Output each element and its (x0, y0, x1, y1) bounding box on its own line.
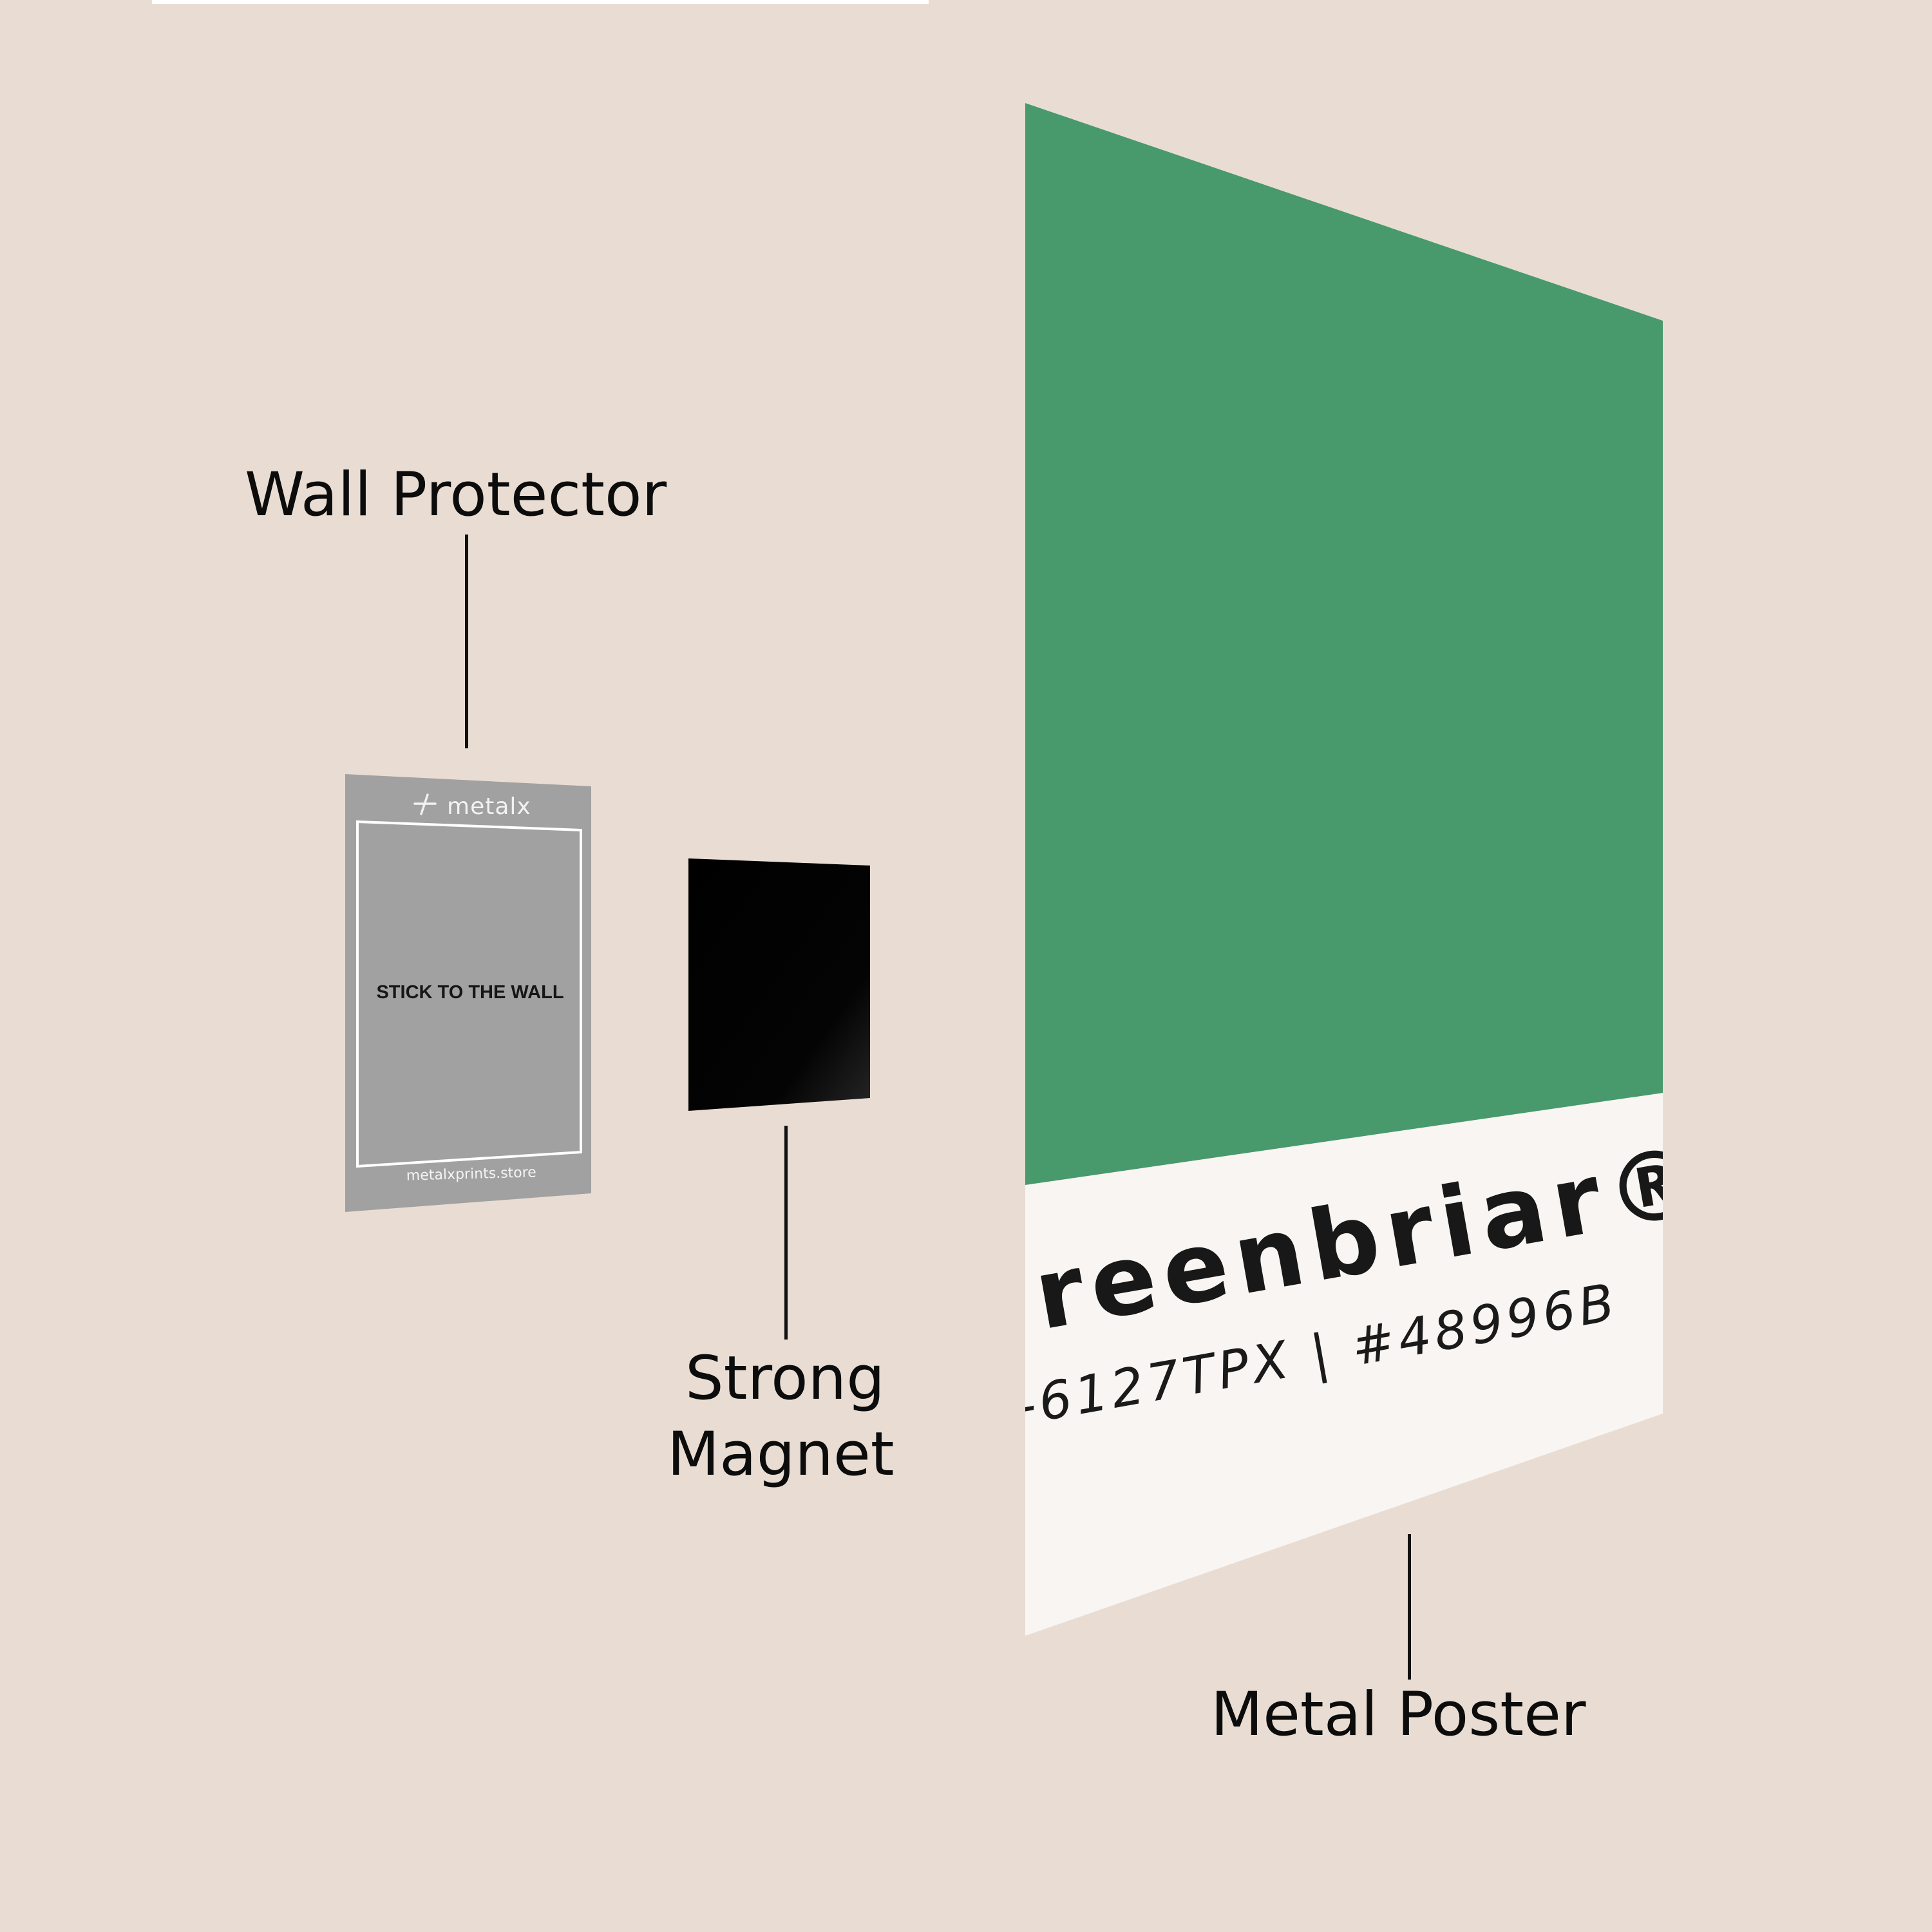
strong-magnet (688, 858, 870, 1111)
strong-magnet-leader-line (784, 1126, 788, 1340)
wall-protector-inner-frame (356, 820, 582, 1168)
wall-protector: metalx STICK TO THE WALL metalxprints.st… (345, 774, 591, 1212)
wall-protector-center-text: STICK TO THE WALL (376, 982, 564, 1003)
strong-magnet-label-line-1: Strong (685, 1343, 885, 1414)
wall-protector-label: Wall Protector (245, 460, 667, 530)
strong-magnet-label-line-2: Magnet (667, 1419, 895, 1490)
metal-poster-color-swatch (1025, 103, 1663, 1185)
metal-poster-label: Metal Poster (1211, 1680, 1586, 1750)
metal-poster: reenbriar® -6127TPX | #48996B (1025, 103, 1663, 1636)
wall-protector-brand: metalx (447, 793, 531, 820)
wall-protector-sheet (345, 774, 591, 1212)
top-white-strip (152, 0, 929, 4)
wall-protector-leader-line (465, 535, 468, 748)
metal-poster-leader-line (1408, 1534, 1411, 1680)
wall-protector-footer-url: metalxprints.store (406, 1164, 537, 1184)
metalx-logo-icon (413, 793, 437, 815)
